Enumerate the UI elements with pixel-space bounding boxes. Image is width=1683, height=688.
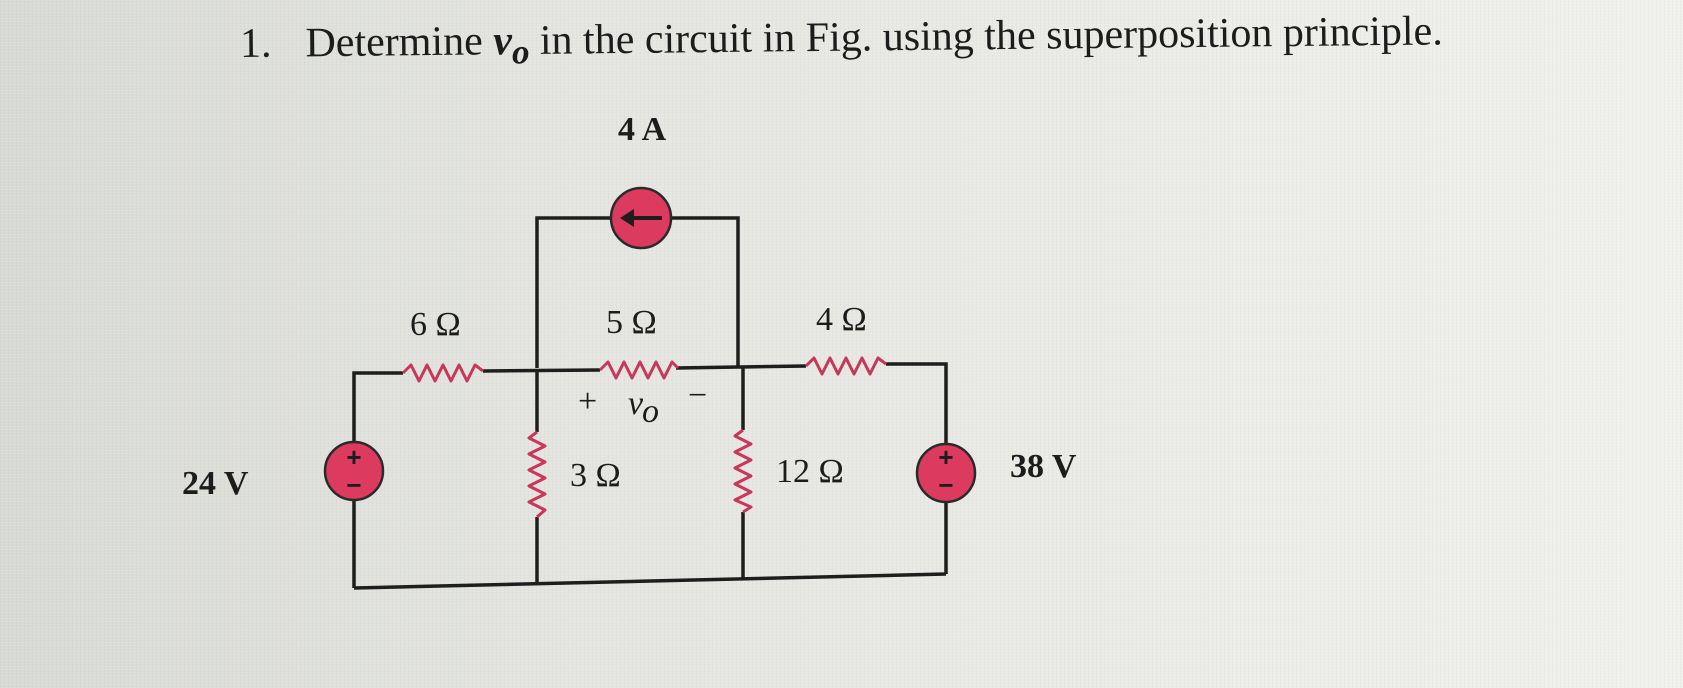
label-38v: 38 V <box>1010 448 1077 485</box>
label-5ohm: 5 Ω <box>606 304 657 341</box>
vo-plus: + <box>578 383 597 420</box>
resistor-3ohm <box>527 430 547 519</box>
label-3ohm: 3 Ω <box>570 457 621 494</box>
vo-symbol: v <box>628 385 644 422</box>
voltage-source-right-circle <box>915 442 977 504</box>
label-24v: 24 V <box>182 465 249 502</box>
label-current-source: 4 A <box>618 111 667 148</box>
wire-bottom <box>353 572 947 590</box>
voltage-source-24v: + − <box>323 440 385 502</box>
current-source-4a <box>609 186 673 250</box>
current-arrow-left-icon <box>620 209 634 227</box>
resistor-6ohm <box>401 363 484 383</box>
wire-current-source-loop <box>535 216 740 368</box>
resistors <box>401 356 887 519</box>
wire-left <box>352 371 403 442</box>
voltage-source-right-plus: + <box>938 442 953 472</box>
resistor-5ohm <box>598 360 680 380</box>
label-12ohm: 12 Ω <box>776 453 844 490</box>
resistor-12ohm <box>733 428 753 514</box>
label-4ohm: 4 Ω <box>816 301 867 338</box>
voltage-source-right-minus: − <box>938 470 953 500</box>
voltage-source-left-minus: − <box>346 470 361 500</box>
wires <box>352 216 948 590</box>
resistor-4ohm <box>804 356 887 376</box>
vo-subscript: o <box>642 393 659 430</box>
voltage-source-38v: + − <box>915 442 977 504</box>
wire-right <box>886 362 948 448</box>
label-6ohm: 6 Ω <box>410 306 461 343</box>
wire-node-b <box>675 364 807 370</box>
voltage-source-left-plus: + <box>346 442 361 472</box>
wire-node-a <box>482 368 601 373</box>
vo-minus: − <box>688 377 707 414</box>
voltage-source-left-circle <box>323 440 385 502</box>
labels: 4 A 6 Ω 5 Ω 4 Ω 3 Ω 12 Ω 24 V 38 V + v o… <box>182 111 1077 502</box>
